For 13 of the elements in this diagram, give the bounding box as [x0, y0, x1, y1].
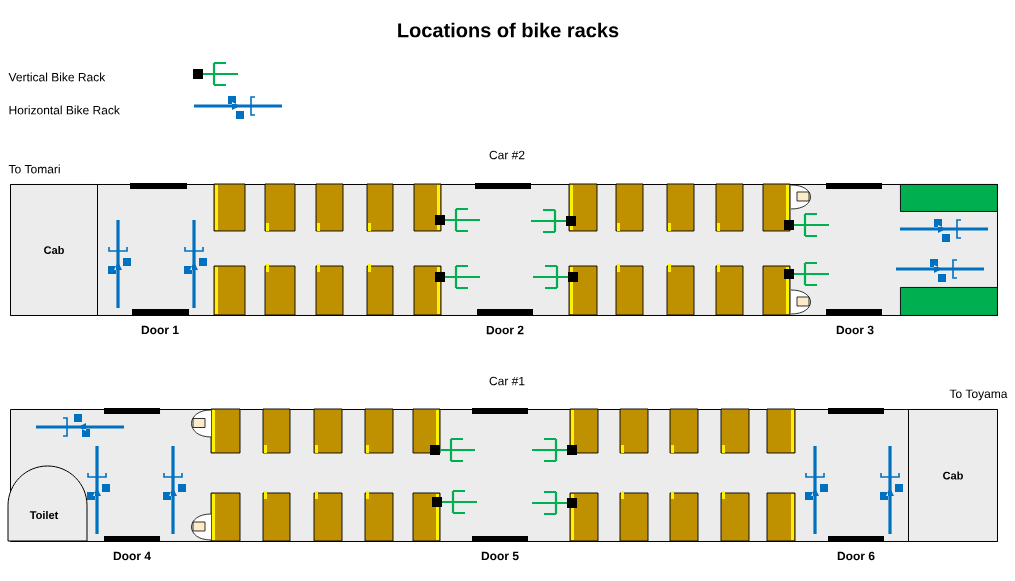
cab-box: Cab — [10, 184, 98, 316]
car-heading: Car #2 — [489, 150, 525, 160]
legend-text: Vertical Bike Rack — [8, 72, 106, 82]
title: Locations of bike racks — [398, 22, 619, 38]
cab-box: Cab — [908, 409, 998, 542]
door-label: Door 4 — [113, 551, 151, 561]
door-label: Door 1 — [141, 325, 179, 335]
end-bench — [900, 184, 998, 212]
door-label: Door 5 — [481, 551, 519, 561]
car-heading: Car #1 — [489, 376, 525, 386]
legend-text: Horizontal Bike Rack — [9, 105, 120, 115]
end-bench — [900, 287, 998, 316]
door-label: Door 2 — [486, 325, 524, 335]
